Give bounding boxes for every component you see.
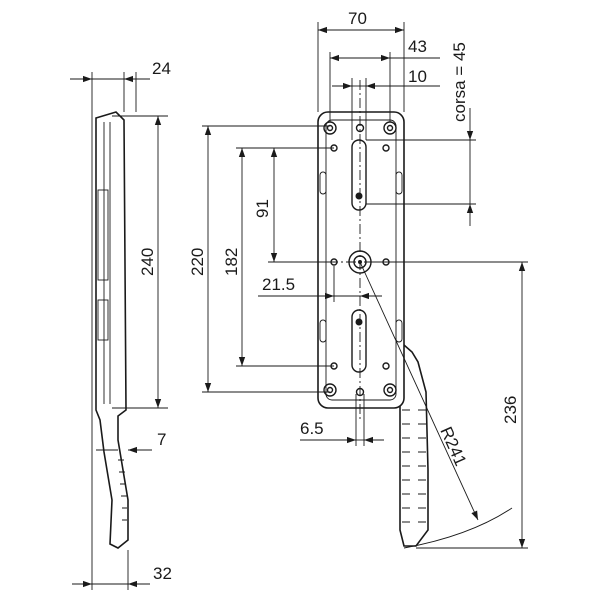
side-profile — [95, 111, 129, 549]
long-slot — [351, 139, 367, 211]
dim-21-5: 21.5 — [262, 275, 295, 294]
hole — [383, 383, 397, 397]
slot-pin — [355, 192, 363, 200]
base-plate — [317, 111, 405, 409]
dim-corsa: corsa = 45 — [450, 42, 469, 122]
dim-10: 10 — [408, 67, 427, 86]
hole — [382, 144, 390, 152]
slot-pin — [355, 318, 363, 326]
side-slot — [395, 171, 403, 195]
dim-32: 32 — [153, 564, 172, 583]
base-plate-inner — [325, 119, 397, 401]
dim-182: 182 — [222, 248, 241, 276]
side-teeth — [118, 459, 127, 521]
side-slot — [319, 319, 327, 343]
side-bracket-2 — [97, 299, 109, 341]
front-view — [310, 80, 429, 547]
arc-r241 — [403, 507, 513, 549]
hole — [386, 124, 394, 132]
dim-236: 236 — [501, 396, 520, 424]
hole — [386, 386, 394, 394]
side-view: 24 240 7 32 — [70, 59, 172, 590]
side-slot — [319, 171, 327, 195]
dim-91: 91 — [253, 199, 272, 218]
side-slot — [395, 319, 403, 343]
hole — [326, 124, 334, 132]
dim-24: 24 — [152, 59, 171, 78]
handle-teeth — [402, 409, 426, 523]
dim-6-5: 6.5 — [300, 419, 324, 438]
dim-220: 220 — [188, 248, 207, 276]
dim-43: 43 — [408, 37, 427, 56]
hole — [326, 386, 334, 394]
side-bracket — [97, 189, 109, 281]
hole — [382, 362, 390, 370]
dim-240: 240 — [138, 248, 157, 276]
dim-70: 70 — [348, 9, 367, 28]
dim-line-r241 — [359, 261, 479, 521]
dim-7: 7 — [157, 430, 166, 449]
dim-r241: R241 — [436, 424, 470, 469]
long-slot — [351, 309, 367, 373]
hole — [323, 383, 337, 397]
